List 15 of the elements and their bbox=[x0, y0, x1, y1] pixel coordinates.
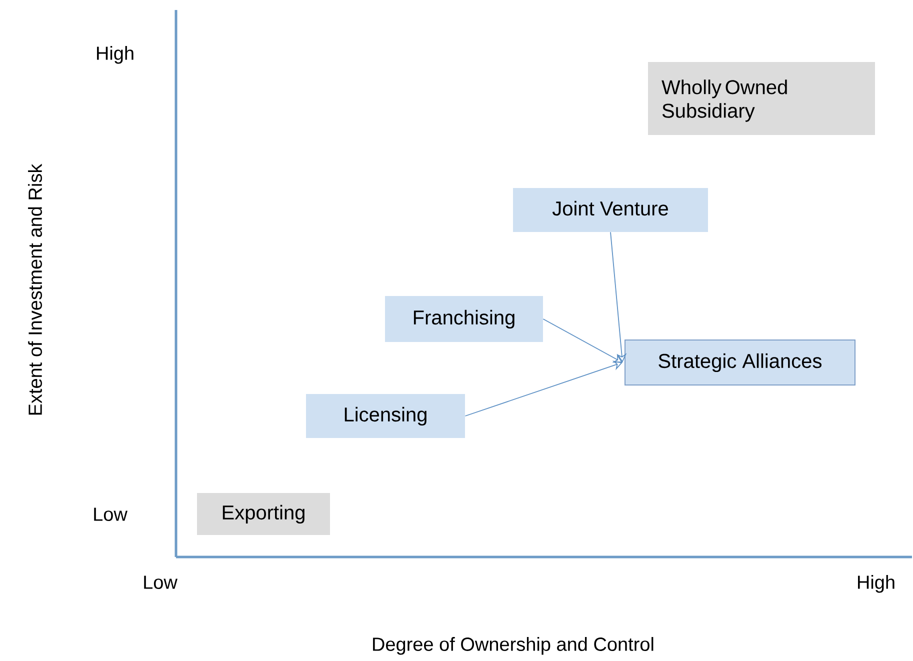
text-box: Franchising bbox=[385, 296, 543, 342]
axis-label: Extent of Investment and Risk bbox=[28, 164, 42, 415]
axis-label: Low bbox=[94, 508, 128, 521]
axis-label: Low bbox=[144, 576, 178, 589]
text-box: Wholly Owned Subsidiary bbox=[648, 62, 875, 135]
text-box: Joint Venture bbox=[513, 188, 708, 232]
arrow bbox=[464, 360, 622, 416]
axis-label: High bbox=[858, 575, 894, 593]
text-box: Licensing bbox=[306, 394, 465, 438]
arrow bbox=[542, 318, 622, 363]
text-box: Exporting bbox=[197, 493, 330, 535]
axis-label: Degree of Ownership and Control bbox=[373, 637, 654, 655]
axis-label: High bbox=[97, 46, 134, 64]
arrow bbox=[610, 232, 627, 362]
text-box: Strategic Alliances bbox=[624, 340, 856, 386]
